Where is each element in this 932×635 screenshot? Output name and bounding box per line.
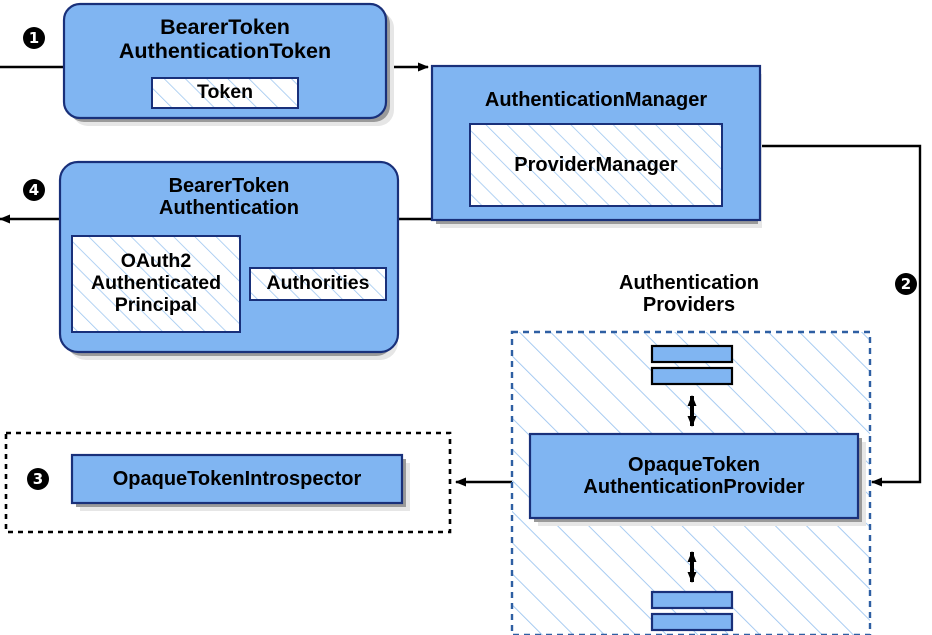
provider-stack-icon-top — [650, 344, 734, 386]
step-marker-2: 2 — [895, 273, 917, 295]
opaque-token-authentication-provider-node[interactable] — [528, 432, 866, 526]
opaque-token-introspector-node[interactable] — [70, 453, 410, 511]
step-marker-4: 4 — [23, 179, 45, 201]
step-marker-3: 3 — [27, 468, 49, 490]
step-marker-1: 1 — [23, 27, 45, 49]
authentication-manager-node[interactable] — [430, 64, 762, 228]
introspector-group-box — [4, 431, 452, 534]
provider-stack-icon-bottom — [650, 590, 734, 632]
bearer-token-authentication-node[interactable] — [58, 160, 400, 360]
bearer-token-authentication-token-node[interactable] — [62, 2, 394, 126]
connector-manager-to-provider — [760, 144, 922, 487]
